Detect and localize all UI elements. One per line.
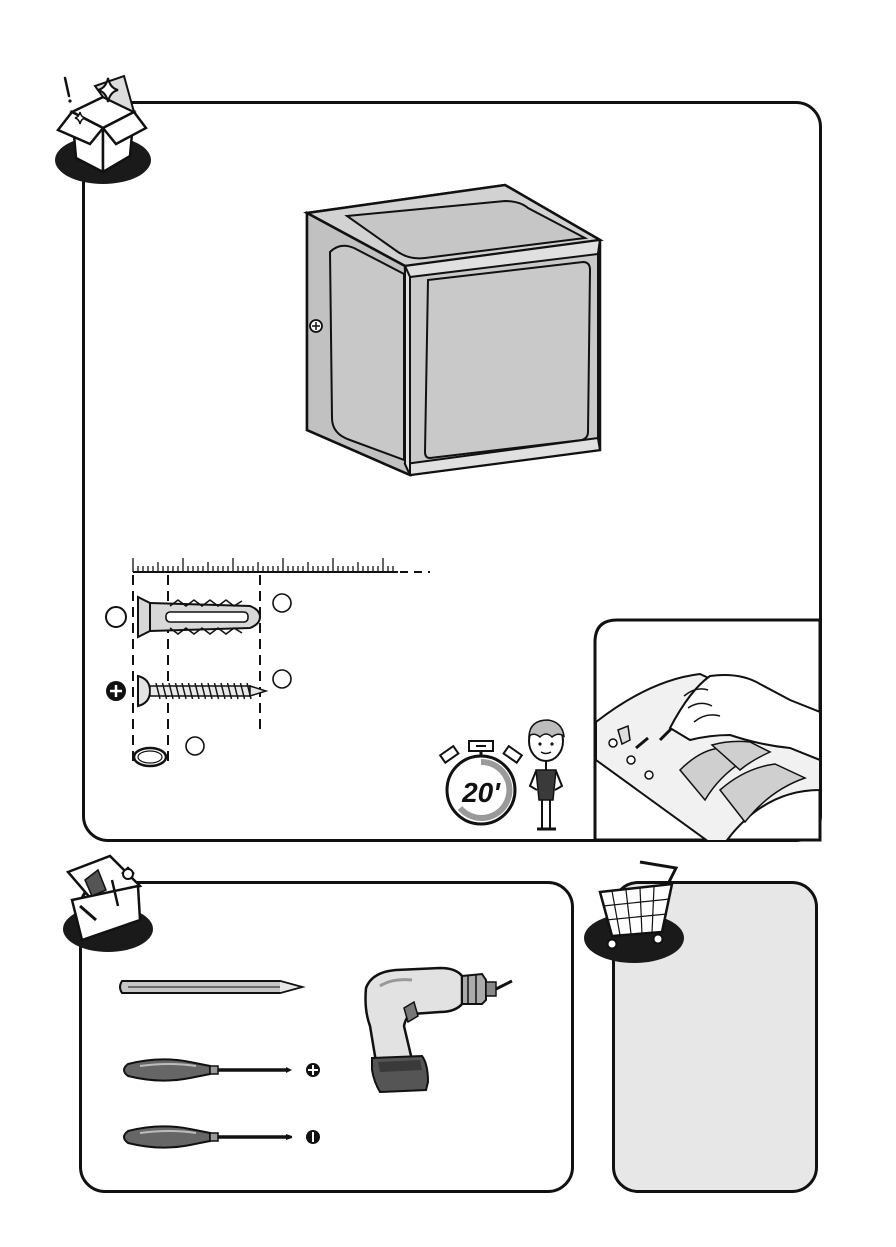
cordless-drill-icon — [366, 968, 513, 1092]
open-box-icon — [55, 76, 151, 184]
washer-quantity-circle — [186, 737, 204, 755]
phillips-screwdriver-icon — [124, 1059, 320, 1080]
shopping-cart-icon — [584, 862, 684, 963]
toolbox-icon — [63, 856, 153, 952]
measurement-ruler — [133, 558, 430, 572]
person-figure-icon — [529, 720, 564, 829]
screw-quantity-circle — [273, 670, 291, 688]
wall-plug-quantity-circle — [273, 594, 291, 612]
wall-cube-illustration — [307, 185, 600, 475]
pencil-icon — [120, 981, 302, 993]
flat-screwdriver-icon — [124, 1126, 320, 1147]
timer-label: 20' — [461, 777, 501, 808]
sorting-parts-inset — [595, 620, 820, 850]
